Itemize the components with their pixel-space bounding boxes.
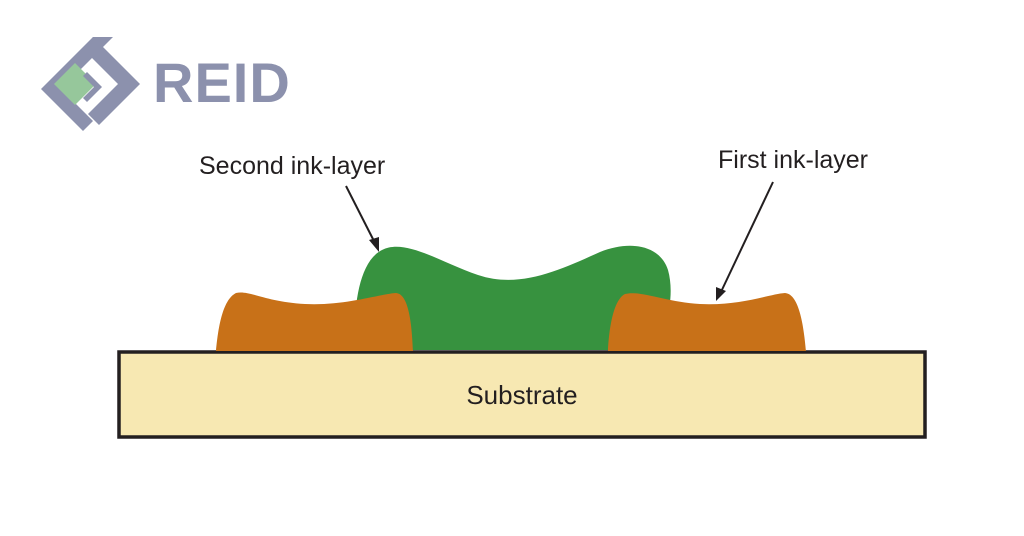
logo-chevron-right	[84, 37, 140, 125]
second-ink-layer-arrow	[345, 185, 379, 252]
logo-inner-wedge	[83, 72, 102, 102]
first-ink-layer-arrow	[716, 181, 774, 301]
substrate-block	[117, 350, 927, 439]
first-ink-layer-right	[608, 293, 806, 351]
substrate-label: Substrate	[466, 380, 577, 410]
second-ink-layer-label: Second ink-layer	[199, 152, 385, 180]
first-ink-layer-label: First ink-layer	[718, 146, 868, 174]
second-ink-layer	[354, 245, 671, 350]
first-ink-layer-left	[216, 292, 413, 351]
reid-diamond-logo-icon	[41, 37, 140, 131]
logo-wordmark: REID	[153, 51, 291, 114]
reid-logo: REID	[41, 37, 291, 131]
